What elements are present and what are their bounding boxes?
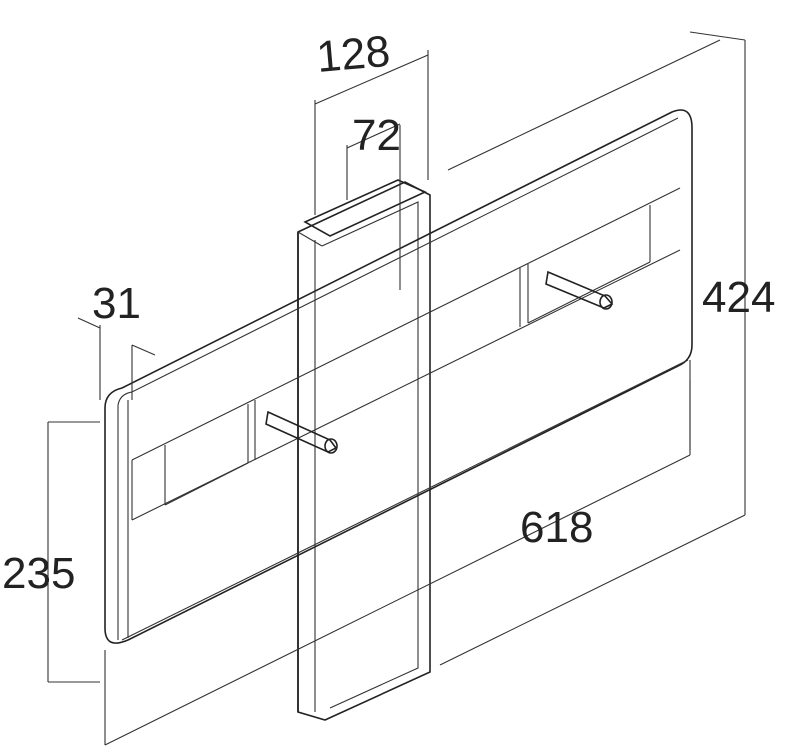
dim-label-128: 128 [315,27,392,82]
dim-label-31: 31 [92,279,141,328]
dim-label-618: 618 [520,503,593,552]
dim-label-235: 235 [2,549,75,598]
dimension-lines [47,31,746,746]
column [297,179,431,721]
panel [104,109,693,644]
dim-label-72: 72 [352,111,401,160]
hooks [265,270,614,454]
dim-label-424: 424 [702,273,775,322]
